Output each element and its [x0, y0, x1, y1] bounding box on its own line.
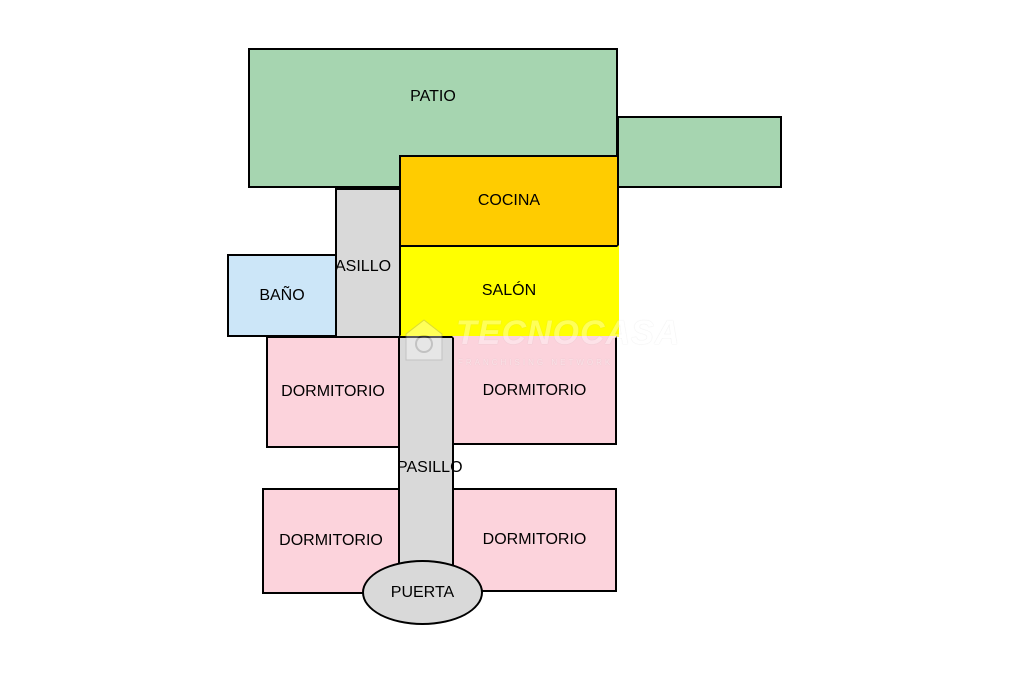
pasillo-lower-label: PASILLO: [397, 459, 463, 476]
dormitorio-upper-right-label: DORMITORIO: [482, 381, 587, 399]
dormitorio-upper-left: DORMITORIO: [266, 336, 400, 448]
cocina-label: COCINA: [477, 192, 541, 209]
cocina-room: COCINA: [399, 155, 619, 247]
patio-label: PATIO: [410, 88, 456, 105]
dormitorio-lower-right-label: DORMITORIO: [482, 531, 587, 548]
dormitorio-lower-left-label: DORMITORIO: [279, 532, 383, 549]
pasillo-upper-label: ASILLO: [335, 258, 392, 275]
dormitorio-upper-right: DORMITORIO: [452, 336, 617, 445]
puerta-entrance: PUERTA: [362, 560, 483, 625]
pasillo-lower: [398, 336, 454, 596]
bano-room: BAÑO: [227, 254, 337, 337]
dormitorio-upper-left-label: DORMITORIO: [281, 383, 385, 400]
bano-label: BAÑO: [259, 286, 305, 304]
patio-extension: [617, 116, 782, 188]
salon-label: SALÓN: [481, 282, 537, 299]
puerta-label: PUERTA: [390, 583, 455, 601]
salon-room: SALÓN: [399, 245, 619, 337]
dormitorio-lower-right: DORMITORIO: [452, 488, 617, 592]
